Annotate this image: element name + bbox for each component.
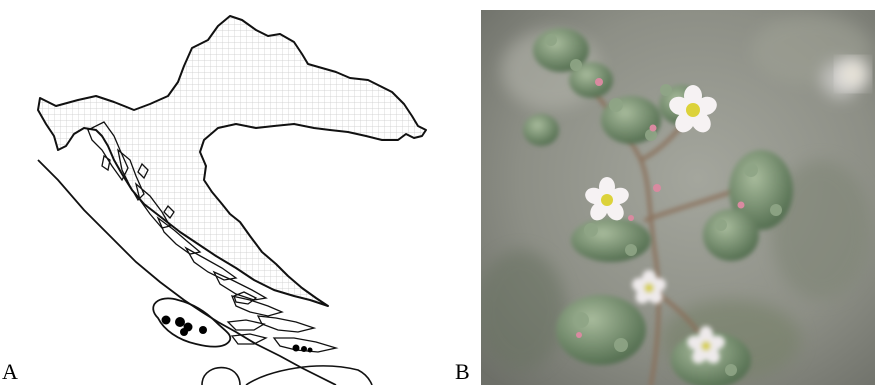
bottom-coast-curve xyxy=(245,365,373,385)
flowers xyxy=(585,58,869,364)
panel-label-a: A xyxy=(2,359,18,384)
range-envelope xyxy=(37,159,337,385)
bottom-island-outline xyxy=(201,366,241,385)
offshore-island-outline xyxy=(152,297,232,348)
distribution-map xyxy=(37,15,427,385)
occurrence-dots xyxy=(161,315,313,353)
flower-buds xyxy=(576,78,745,338)
island-outlines xyxy=(87,121,339,353)
plant-photo xyxy=(481,10,875,385)
territory-shape xyxy=(37,15,427,307)
panel-label-b: B xyxy=(455,359,470,384)
